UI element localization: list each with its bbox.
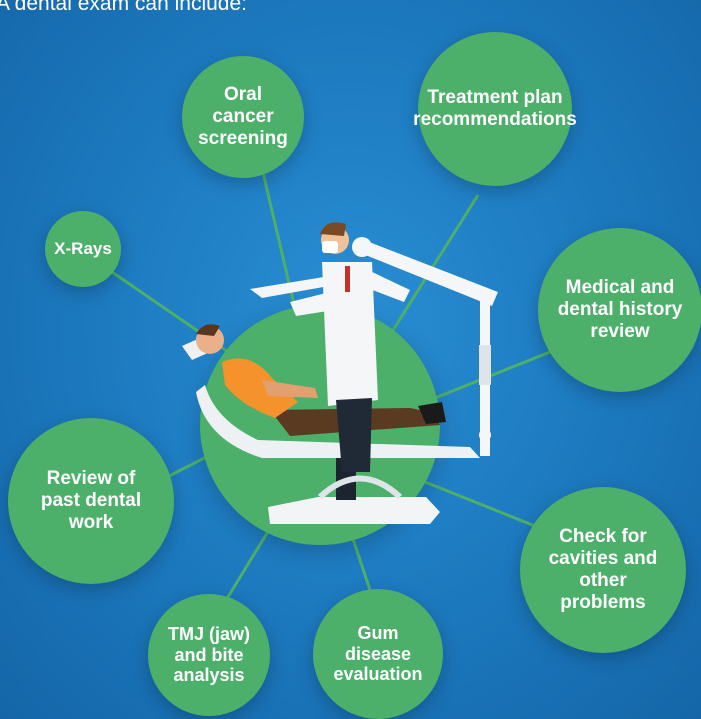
connector-cavities	[419, 478, 546, 532]
bubble-label: Check for cavities and other problems	[548, 526, 658, 613]
bubble-medical-history: Medical and dental history review	[538, 228, 701, 392]
dentist-coat	[322, 262, 378, 406]
bubble-tmj-analysis: TMJ (jaw) and bite analysis	[148, 594, 270, 716]
bubble-label: Gum disease evaluation	[333, 622, 423, 685]
bubble-label: Treatment plan recommendations	[413, 87, 577, 130]
dentist-hair	[320, 222, 346, 236]
bubble-label: Review of past dental work	[40, 468, 142, 533]
connector-treatment-plan	[388, 194, 480, 336]
dentist-arm-right	[362, 270, 410, 302]
connector-tmj	[218, 519, 277, 611]
lamp-pole-joint	[479, 429, 491, 441]
dentist-arm	[290, 292, 334, 316]
patient-shoes	[418, 402, 446, 424]
connector-medical-history	[429, 348, 556, 402]
bubble-label: TMJ (jaw) and bite analysis	[167, 623, 250, 686]
chair-seat	[196, 385, 480, 458]
lamp-joint	[352, 237, 372, 257]
dentist-mask	[322, 241, 338, 253]
bubble-oral-cancer-screening: Oral cancer screening	[182, 56, 304, 178]
chair-base	[268, 497, 440, 524]
bubble-gum-disease: Gum disease evaluation	[313, 589, 443, 719]
dentist-legs	[336, 398, 372, 472]
patient-torso	[222, 358, 298, 418]
bubble-label: Medical and dental history review	[557, 277, 683, 342]
patient-hair	[196, 324, 220, 336]
lamp-pole-detail	[479, 345, 491, 385]
patient-arm	[262, 380, 318, 398]
bubble-past-dental-work: Review of past dental work	[8, 418, 174, 584]
bubble-check-cavities: Check for cavities and other problems	[520, 487, 686, 653]
intro-text: A dental exam can include:	[0, 0, 247, 15]
bubble-label: X-Rays	[54, 239, 112, 259]
instrument-tray	[250, 276, 340, 298]
bubble-treatment-plan: Treatment plan recommendations	[413, 32, 577, 186]
bubble-x-rays: X-Rays	[45, 211, 121, 287]
lamp-arm	[358, 240, 498, 306]
dentist-tie	[345, 266, 350, 292]
bubble-label: Oral cancer screening	[198, 84, 288, 149]
chair-arc	[317, 475, 403, 500]
